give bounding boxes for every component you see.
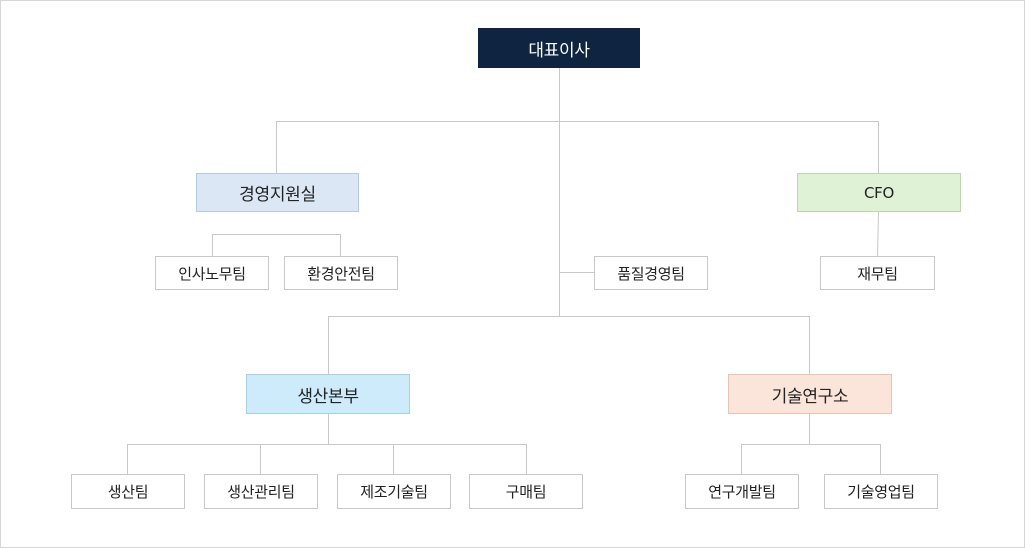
connector-cfo-to-finance [877,211,879,258]
team-hr-labor: 인사노무팀 [155,256,269,290]
team-tech-sales: 기술영업팀 [824,474,938,509]
team-purchasing: 구매팀 [469,474,583,509]
team-production-management: 생산관리팀 [204,474,318,509]
ceo-box: 대표이사 [478,28,640,68]
team-finance: 재무팀 [820,256,935,290]
production-division-box: 생산본부 [246,374,410,414]
cfo-box: CFO [797,173,961,212]
research-institute-box: 기술연구소 [728,374,892,414]
team-production: 생산팀 [71,474,185,509]
team-environment-safety: 환경안전팀 [284,256,398,290]
management-support-box: 경영지원실 [196,173,359,212]
team-manufacturing-tech: 제조기술팀 [337,474,451,509]
team-quality: 품질경영팀 [594,256,708,290]
team-rnd: 연구개발팀 [685,474,799,509]
